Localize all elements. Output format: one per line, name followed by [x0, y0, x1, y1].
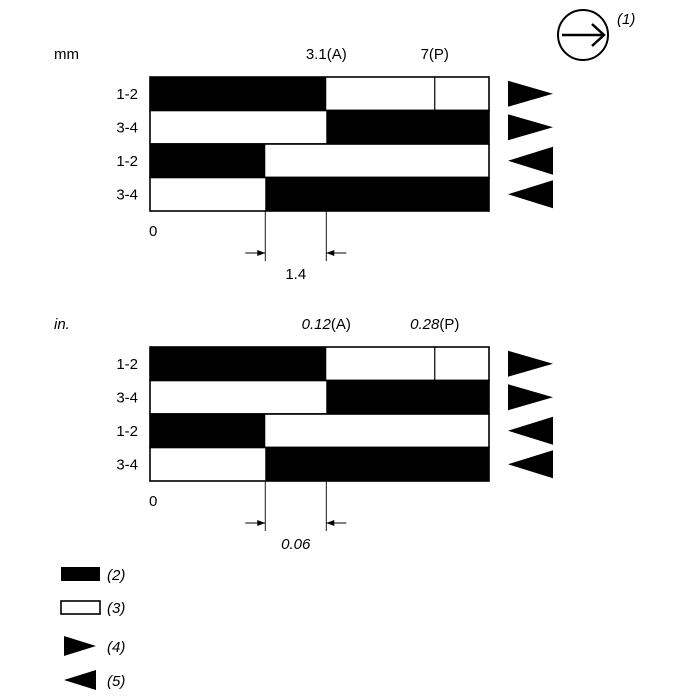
direction-indicator: (1)	[557, 9, 635, 61]
row-label: 1-2	[116, 153, 138, 170]
panel-mm: mm 3.1(A) 7(P) 1-2 3-4 1-2 3-4 0 1.4	[54, 46, 553, 283]
legend-item-left: (5)	[64, 670, 125, 690]
zero-label: 0	[149, 223, 157, 240]
right-triangle-icon	[64, 636, 96, 656]
legend-item-filled: (2)	[61, 567, 125, 584]
row-label: 3-4	[116, 456, 138, 473]
dim-arrow-left	[257, 520, 266, 526]
dim-arrow-left	[257, 250, 266, 256]
closed-segment	[150, 77, 327, 111]
closed-segment	[150, 144, 266, 178]
closed-segment	[326, 110, 489, 144]
dim-arrow-right	[326, 250, 335, 256]
closed-segment	[265, 177, 489, 211]
legend-label-2: (2)	[107, 567, 125, 584]
left-triangle-icon	[508, 416, 553, 445]
right-triangle-icon	[508, 350, 553, 377]
open-rect-icon	[60, 600, 101, 615]
left-triangle-icon	[508, 146, 553, 175]
dim-arrow-right	[326, 520, 335, 526]
mark-a-label: 3.1(A)	[306, 46, 347, 63]
circle-arrow-right-icon	[557, 9, 609, 61]
right-triangle-icon	[508, 114, 553, 141]
left-triangle-icon	[508, 180, 553, 209]
legend-label-3: (3)	[107, 600, 125, 617]
legend-item-open: (3)	[60, 600, 125, 617]
row-label: 1-2	[116, 356, 138, 373]
mark-p-label: 0.28(P)	[410, 316, 459, 333]
mark-a-label: 0.12(A)	[302, 316, 351, 333]
legend-label-5: (5)	[107, 673, 125, 690]
filled-rect-icon	[61, 567, 100, 581]
row-label: 3-4	[116, 119, 138, 136]
unit-label: mm	[54, 46, 79, 63]
panel-inch: in. 0.12(A) 0.28(P) 1-2 3-4 1-2 3-4 0 0.06	[54, 316, 553, 553]
diff-label: 0.06	[281, 536, 311, 553]
closed-segment	[150, 347, 327, 381]
closed-segment	[326, 380, 489, 414]
zero-label: 0	[149, 493, 157, 510]
legend-label-4: (4)	[107, 639, 125, 656]
unit-label: in.	[54, 316, 70, 333]
direction-label: (1)	[617, 11, 635, 28]
right-triangle-icon	[508, 384, 553, 411]
row-label: 3-4	[116, 186, 138, 203]
right-triangle-icon	[508, 80, 553, 107]
closed-segment	[265, 447, 489, 481]
left-triangle-icon	[508, 450, 553, 479]
legend-item-right: (4)	[64, 636, 125, 656]
row-label: 3-4	[116, 389, 138, 406]
left-triangle-icon	[64, 670, 96, 690]
arrow-head	[591, 23, 606, 47]
closed-segment	[150, 414, 266, 448]
row-label: 1-2	[116, 86, 138, 103]
row-label: 1-2	[116, 423, 138, 440]
mark-p-label: 7(P)	[421, 46, 449, 63]
diff-label: 1.4	[285, 266, 306, 283]
legend: (2) (3) (4) (5)	[60, 567, 125, 690]
